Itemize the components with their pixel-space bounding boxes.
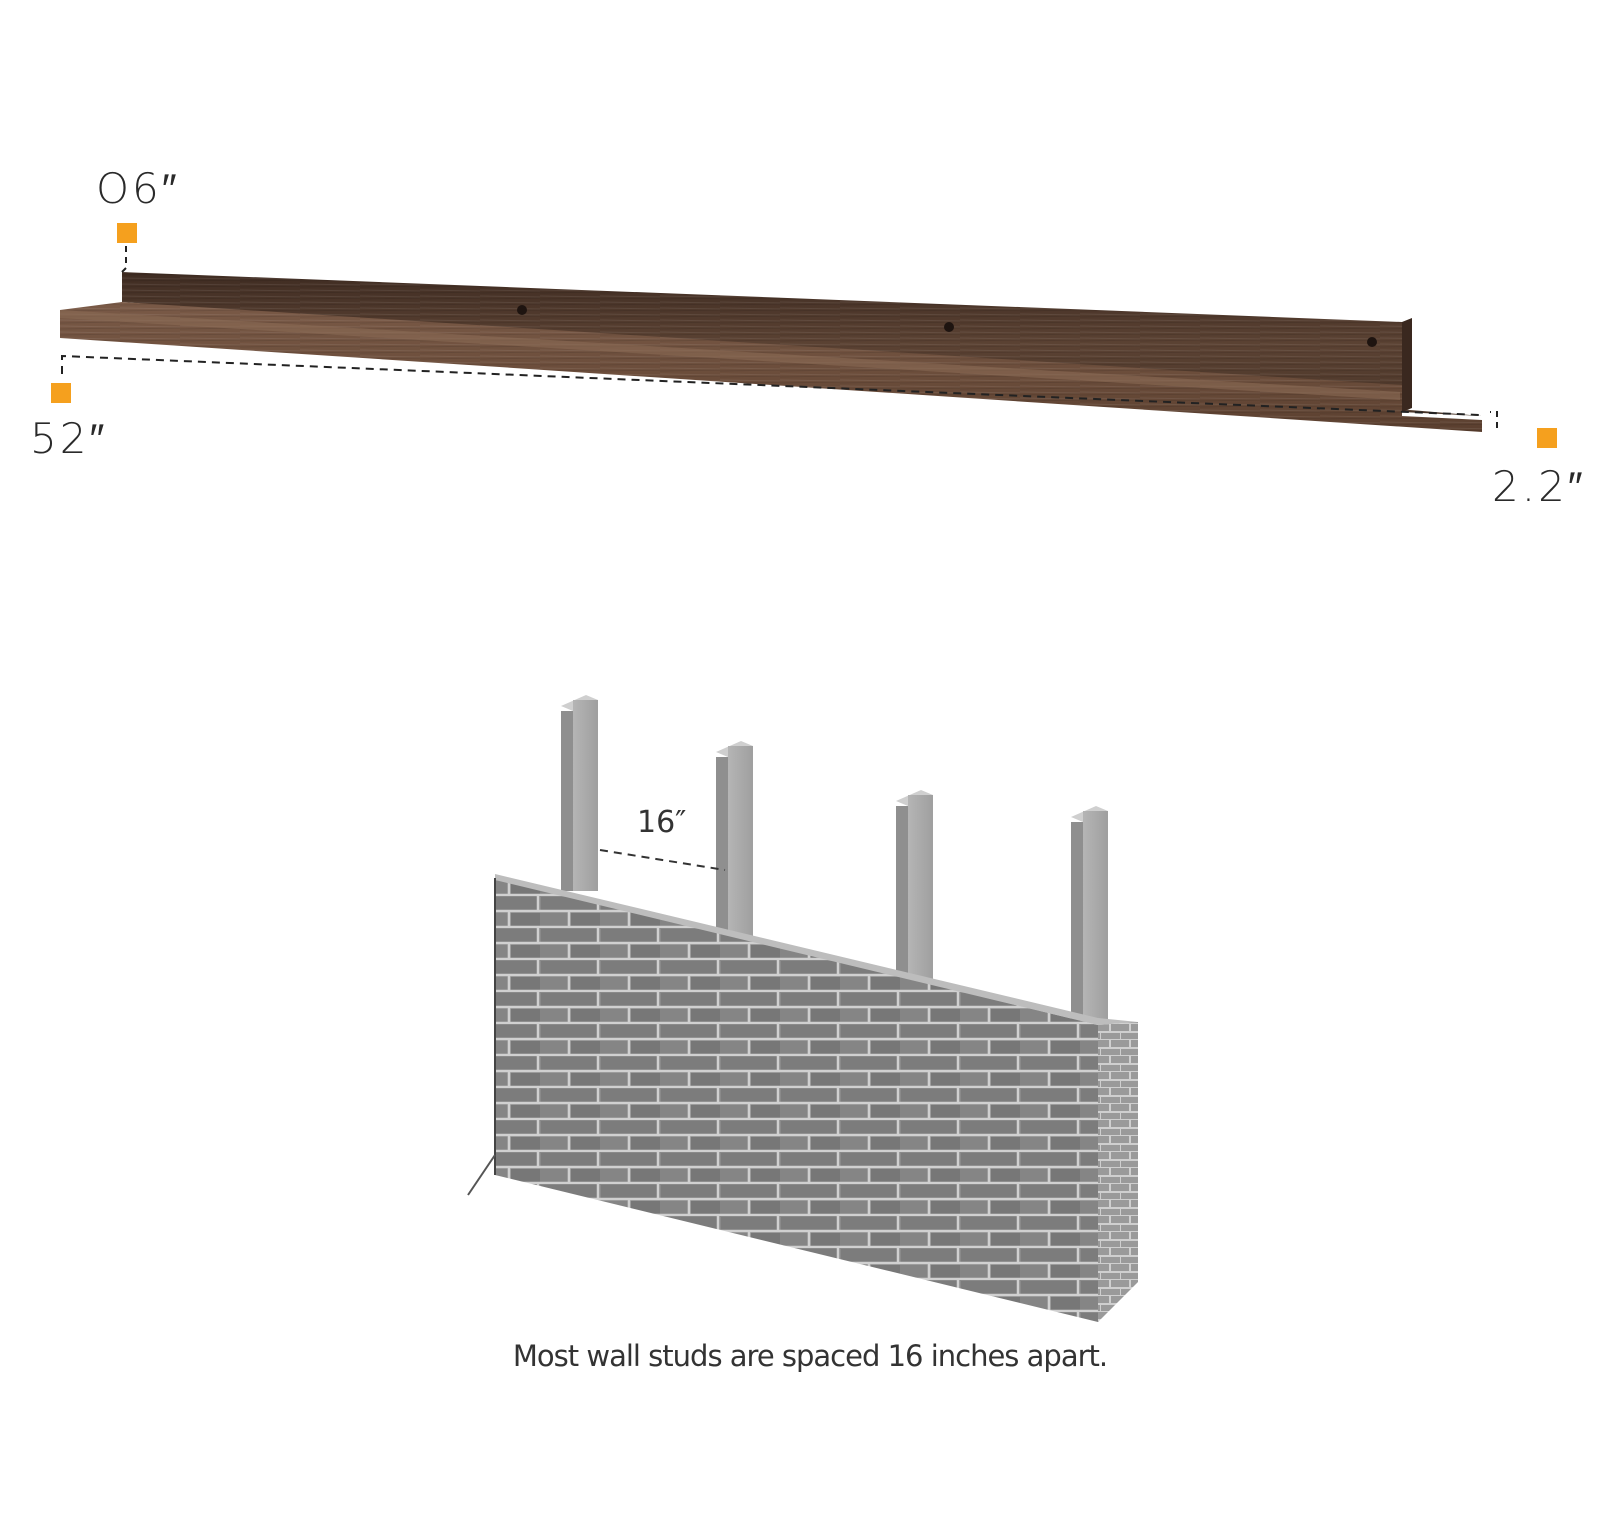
marker-thickness	[117, 223, 137, 243]
stud-2	[716, 741, 753, 937]
marker-length	[51, 383, 71, 403]
stud-spacing-label: 16″	[637, 805, 687, 840]
shelf-illustration	[51, 223, 1557, 448]
floor-line	[467, 1154, 496, 1196]
length-label: 52″	[30, 414, 108, 463]
depth-label: 2.2″	[1492, 462, 1586, 511]
caption: Most wall studs are spaced 16 inches apa…	[512, 1339, 1108, 1373]
stud-1	[561, 695, 598, 891]
brick-wall-side	[1098, 1022, 1138, 1322]
wall-stud-illustration	[467, 695, 1138, 1322]
depth-dimension-line	[1490, 411, 1498, 428]
screw-hole	[944, 322, 954, 332]
screw-hole	[1367, 337, 1377, 347]
stud-spacing-dimension-line	[599, 849, 726, 871]
thickness-dimension-line	[121, 246, 127, 273]
marker-depth	[1537, 428, 1557, 448]
shelf-right-end	[1402, 318, 1412, 412]
stud-3	[896, 790, 933, 986]
screw-hole	[517, 305, 527, 315]
thickness-label: O6″	[96, 164, 180, 213]
length-dimension-line	[61, 354, 1481, 416]
stud-4	[1071, 806, 1108, 1022]
brick-wall-front	[495, 878, 1098, 1322]
